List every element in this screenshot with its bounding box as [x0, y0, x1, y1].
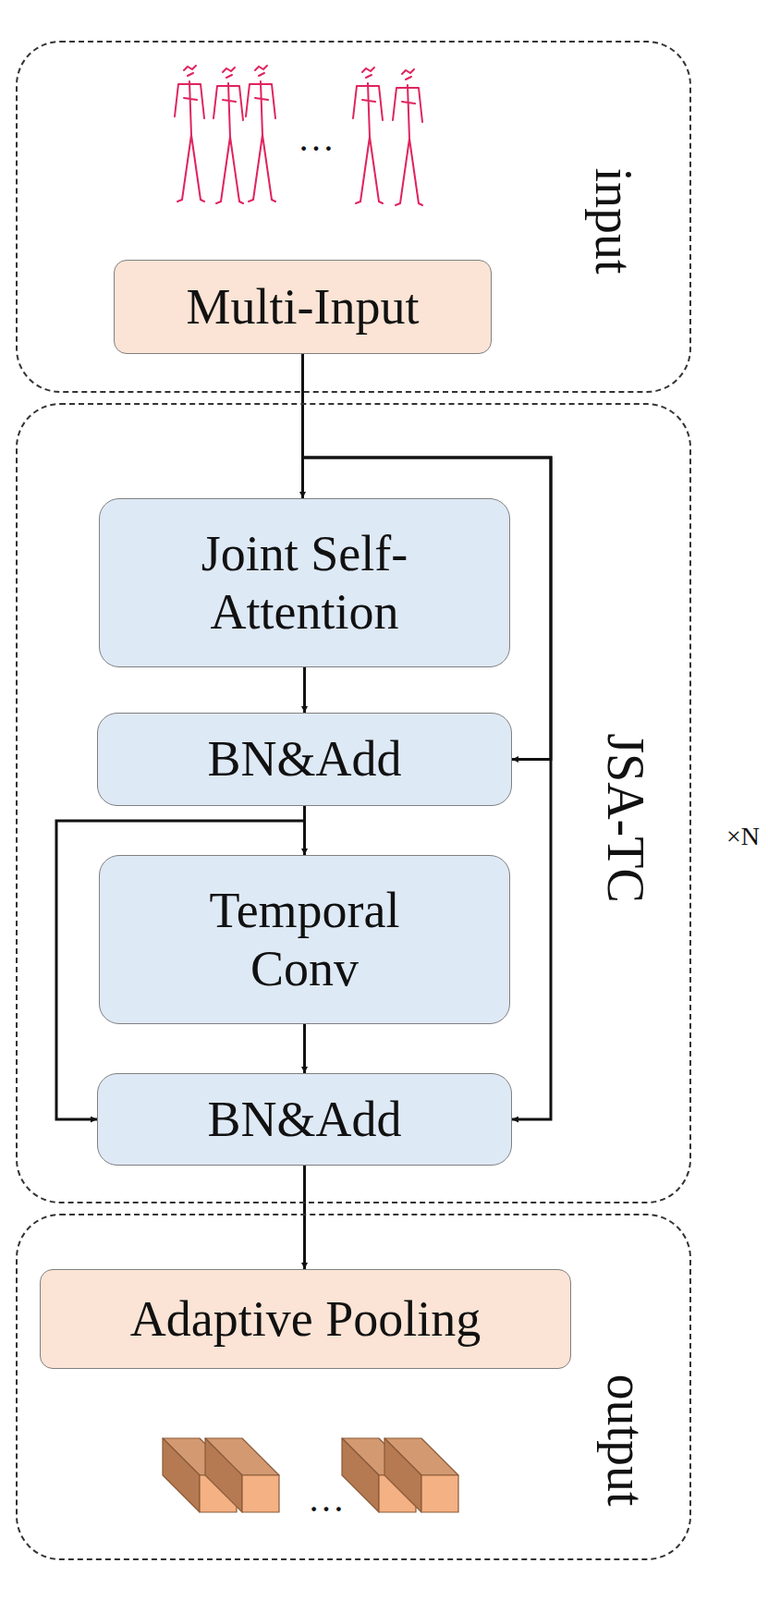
box-text: Joint Self-Attention — [134, 524, 476, 640]
input-box: Multi-Input — [113, 259, 492, 354]
ellipsis: … — [297, 120, 335, 158]
box-text: Multi-Input — [186, 278, 420, 336]
bn-add-box: BN&Add — [97, 712, 512, 806]
ellipsis: … — [307, 1480, 345, 1518]
flow-arrow — [303, 1165, 306, 1269]
group-region: inputMulti-Input — [15, 40, 692, 393]
group-label: output — [599, 1373, 652, 1506]
flow-arrow — [303, 667, 306, 713]
temporal-conv-box: Temporal Conv — [98, 854, 511, 1024]
box-text: BN&Add — [207, 730, 402, 788]
pooling-box: Adaptive Pooling — [39, 1268, 572, 1369]
box-text: Adaptive Pooling — [130, 1290, 481, 1348]
bn-add-box: BN&Add — [97, 1072, 512, 1166]
box-text: Temporal Conv — [166, 881, 444, 997]
box-text: BN&Add — [207, 1090, 402, 1148]
flow-arrow — [303, 1024, 306, 1073]
attention-box: Joint Self-Attention — [98, 498, 511, 668]
group-label: JSA-TC — [599, 732, 652, 903]
group-label: input — [587, 167, 640, 274]
group-region: JSA-TCJoint Self-AttentionBN&AddTemporal… — [15, 402, 692, 1204]
repeat-label: ×N — [726, 823, 760, 850]
group-region: output Adaptive Pooling — [15, 1213, 692, 1561]
